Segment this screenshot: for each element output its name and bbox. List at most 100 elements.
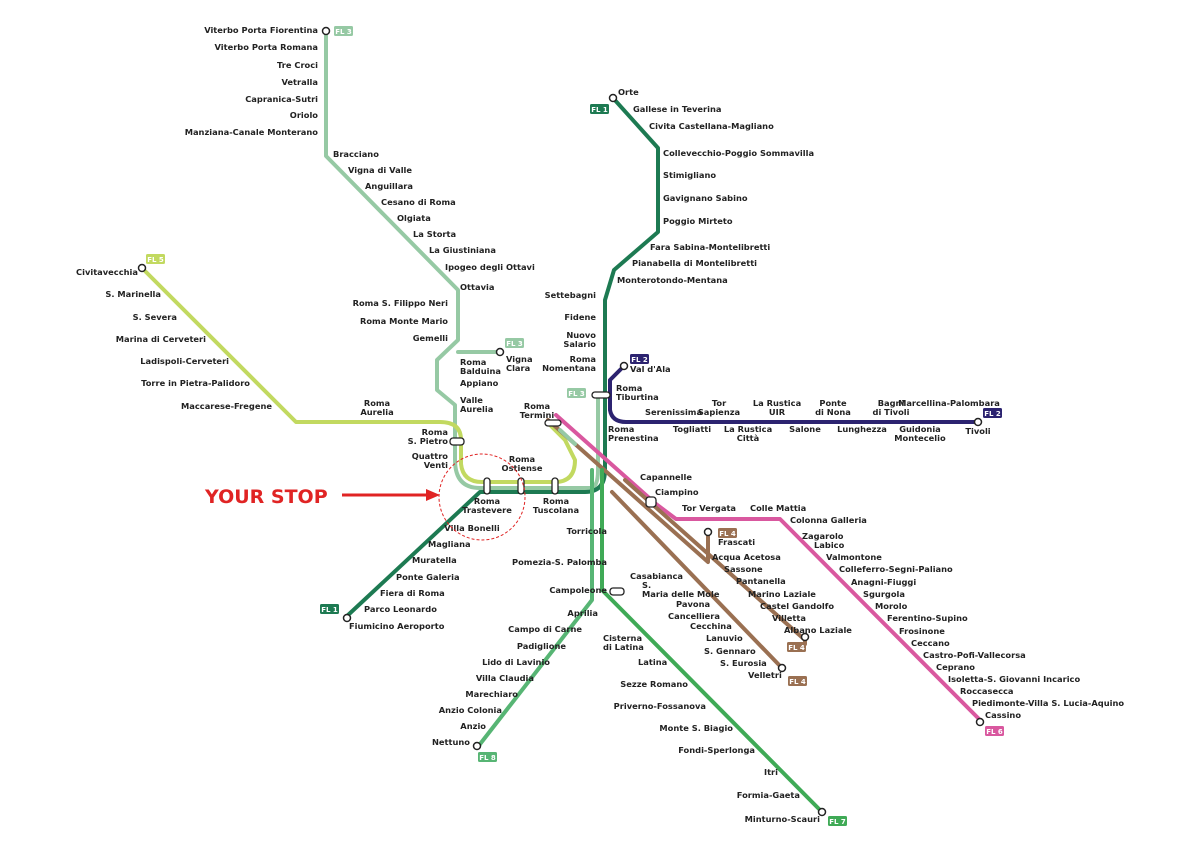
station-olgiata[interactable]: Olgiata: [397, 213, 431, 223]
station-tivoli[interactable]: Tivoli: [965, 426, 990, 436]
station-priverno-fossanova[interactable]: Priverno-Fossanova: [614, 701, 706, 711]
station-isoletta-s-giovanni-incarico[interactable]: Isoletta-S. Giovanni Incarico: [948, 674, 1080, 684]
station-civita-castellana-magliano[interactable]: Civita Castellana-Magliano: [649, 121, 774, 131]
station-latina[interactable]: Latina: [638, 657, 667, 667]
station-maccarese-fregene[interactable]: Maccarese-Fregene: [181, 401, 272, 411]
station-sgurgola[interactable]: Sgurgola: [863, 589, 905, 599]
station-acqua-acetosa[interactable]: Acqua Acetosa: [712, 552, 781, 562]
station-poggio-mirteto[interactable]: Poggio Mirteto: [663, 216, 733, 226]
station-anzio[interactable]: Anzio: [460, 721, 486, 731]
station-ferentino-supino[interactable]: Ferentino-Supino: [887, 613, 968, 623]
station-roma-s-filippo-neri[interactable]: Roma S. Filippo Neri: [353, 298, 449, 308]
station-val-d-ala[interactable]: Val d'Ala: [630, 364, 671, 374]
station-lanuvio[interactable]: Lanuvio: [706, 633, 743, 643]
station-oriolo[interactable]: Oriolo: [290, 110, 319, 120]
station-colonna-galleria[interactable]: Colonna Galleria: [790, 515, 867, 525]
station-pomezia-s-palomba[interactable]: Pomezia-S. Palomba: [512, 557, 607, 567]
station-labico[interactable]: Labico: [814, 540, 845, 550]
station-gemelli[interactable]: Gemelli: [413, 333, 448, 343]
station-fondi-sperlonga[interactable]: Fondi-Sperlonga: [678, 745, 755, 755]
station-cassino[interactable]: Cassino: [985, 710, 1021, 720]
station-s-gennaro[interactable]: S. Gennaro: [704, 646, 756, 656]
station-lido-di-lavinio[interactable]: Lido di Lavinio: [482, 657, 550, 667]
station-cancelliera[interactable]: Cancelliera: [668, 611, 720, 621]
station-lunghezza[interactable]: Lunghezza: [837, 424, 887, 434]
station-salone[interactable]: Salone: [789, 424, 821, 434]
station-cesano-di-roma[interactable]: Cesano di Roma: [381, 197, 456, 207]
station-anagni-fiuggi[interactable]: Anagni-Fiuggi: [851, 577, 916, 587]
station-togliatti[interactable]: Togliatti: [673, 424, 711, 434]
station-serenissima[interactable]: Serenissima: [645, 407, 702, 417]
station-sassone[interactable]: Sassone: [724, 564, 763, 574]
station-nettuno[interactable]: Nettuno: [432, 737, 470, 747]
station-s-severa[interactable]: S. Severa: [133, 312, 177, 322]
station-vetralla[interactable]: Vetralla: [281, 77, 318, 87]
station-fidene[interactable]: Fidene: [564, 312, 596, 322]
station-viterbo-porta-romana[interactable]: Viterbo Porta Romana: [215, 42, 319, 52]
station-capannelle[interactable]: Capannelle: [640, 472, 692, 482]
station-castel-gandolfo[interactable]: Castel Gandolfo: [760, 601, 834, 611]
station-tre-croci[interactable]: Tre Croci: [277, 60, 318, 70]
station-la-giustiniana[interactable]: La Giustiniana: [429, 245, 496, 255]
station-viterbo-porta-fiorentina[interactable]: Viterbo Porta Fiorentina: [204, 25, 318, 35]
station-sezze-romano[interactable]: Sezze Romano: [620, 679, 688, 689]
station-formia-gaeta[interactable]: Formia-Gaeta: [737, 790, 800, 800]
station-pavona[interactable]: Pavona: [676, 599, 710, 609]
station-orte[interactable]: Orte: [618, 87, 639, 97]
station-appiano[interactable]: Appiano: [460, 378, 499, 388]
station-gavignano-sabino[interactable]: Gavignano Sabino: [663, 193, 748, 203]
station-civitavecchia[interactable]: Civitavecchia: [76, 267, 138, 277]
station-morolo[interactable]: Morolo: [875, 601, 908, 611]
station-tor-vergata[interactable]: Tor Vergata: [682, 503, 736, 513]
station-ciampino[interactable]: Ciampino: [655, 487, 699, 497]
station-fara-sabina-montelibretti[interactable]: Fara Sabina-Montelibretti: [650, 242, 770, 252]
station-colle-mattia[interactable]: Colle Mattia: [750, 503, 806, 513]
station-marcellina-palombara[interactable]: Marcellina-Palombara: [898, 398, 1000, 408]
station-cecchina[interactable]: Cecchina: [690, 621, 732, 631]
station-parco-leonardo[interactable]: Parco Leonardo: [364, 604, 437, 614]
station-pianabella-di-montelibretti[interactable]: Pianabella di Montelibretti: [632, 258, 757, 268]
station-padiglione[interactable]: Padiglione: [517, 641, 566, 651]
station-torre-in-pietra-palidoro[interactable]: Torre in Pietra-Palidoro: [141, 378, 250, 388]
station-marino-laziale[interactable]: Marino Laziale: [748, 589, 816, 599]
station-campo-di-carne[interactable]: Campo di Carne: [508, 624, 582, 634]
station-ceprano[interactable]: Ceprano: [936, 662, 975, 672]
station-marina-di-cerveteri[interactable]: Marina di Cerveteri: [116, 334, 206, 344]
station-ipogeo-degli-ottavi[interactable]: Ipogeo degli Ottavi: [445, 262, 535, 272]
station-s-eurosia[interactable]: S. Eurosia: [720, 658, 767, 668]
station-piedimonte-villa-s-lucia-aquino[interactable]: Piedimonte-Villa S. Lucia-Aquino: [972, 698, 1124, 708]
station-muratella[interactable]: Muratella: [412, 555, 457, 565]
station-anguillara[interactable]: Anguillara: [365, 181, 413, 191]
station-castro-pofi-vallecorsa[interactable]: Castro-Pofi-Vallecorsa: [923, 650, 1026, 660]
station-casabianca[interactable]: Casabianca: [630, 571, 683, 581]
station-campoleone[interactable]: Campoleone: [549, 585, 607, 595]
station-pantanella[interactable]: Pantanella: [736, 576, 786, 586]
station-s-marinella[interactable]: S. Marinella: [105, 289, 161, 299]
station-velletri[interactable]: Velletri: [748, 670, 782, 680]
station-frascati[interactable]: Frascati: [718, 537, 755, 547]
station-gallese-in-teverina[interactable]: Gallese in Teverina: [633, 104, 721, 114]
station-bracciano[interactable]: Bracciano: [333, 149, 379, 159]
station-fiumicino-aeroporto[interactable]: Fiumicino Aeroporto: [349, 621, 445, 631]
station-zagarolo[interactable]: Zagarolo: [802, 531, 844, 541]
station-vigna-di-valle[interactable]: Vigna di Valle: [348, 165, 412, 175]
station-monterotondo-mentana[interactable]: Monterotondo-Mentana: [617, 275, 728, 285]
station-ladispoli-cerveteri[interactable]: Ladispoli-Cerveteri: [140, 356, 229, 366]
station-torricola[interactable]: Torricola: [567, 526, 607, 536]
